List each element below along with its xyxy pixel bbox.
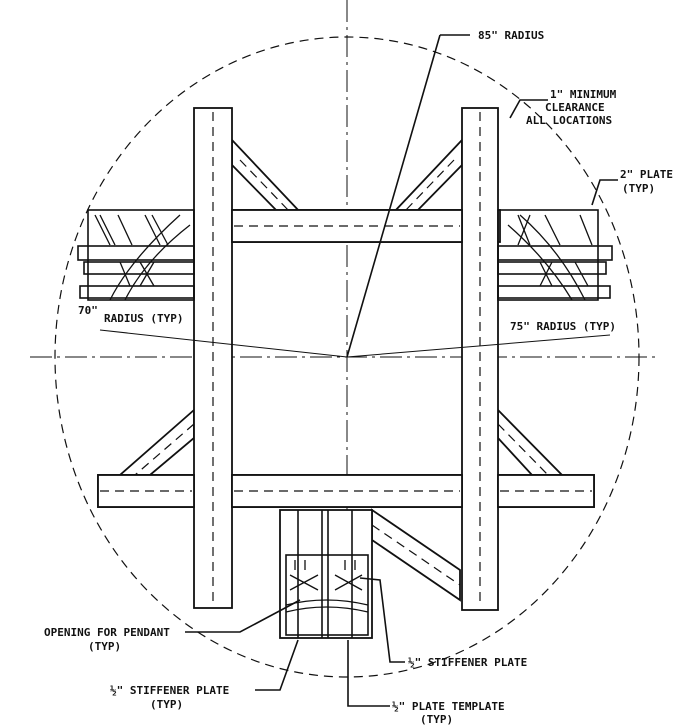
bottom-pendant-opening	[279, 509, 373, 639]
lower-left-brace	[117, 408, 195, 476]
clearance-leader	[509, 99, 548, 119]
stiffener-right-leader	[359, 577, 405, 663]
label-clearance-3: ALL LOCATIONS	[526, 114, 612, 127]
lower-right-brace	[497, 407, 565, 476]
opening-leader	[185, 599, 301, 633]
template-leader	[347, 640, 390, 707]
label-template-1: ½" PLATE TEMPLATE	[392, 700, 505, 713]
label-radius-70-b: RADIUS (TYP)	[104, 312, 183, 325]
radius-85-leader	[346, 34, 441, 358]
label-stiffener-left-2: (TYP)	[150, 698, 183, 711]
upper-left-brace	[231, 137, 303, 213]
label-plate-2-typ: (TYP)	[622, 182, 655, 195]
plate-leader	[591, 179, 618, 206]
label-template-2: (TYP)	[420, 713, 453, 726]
label-stiffener-left-1: ½" STIFFENER PLATE	[110, 684, 229, 697]
label-opening-2: (TYP)	[88, 640, 121, 653]
upper-right-brace	[391, 137, 463, 213]
left-pendant-plate-assembly	[77, 209, 195, 301]
label-clearance-2: CLEARANCE	[545, 101, 605, 114]
right-vertical-beam	[461, 107, 499, 611]
label-plate-2: 2" PLATE	[620, 168, 673, 181]
radius-70-leader	[99, 329, 348, 358]
lower-center-right-brace	[371, 508, 461, 602]
label-clearance-1: 1" MINIMUM	[550, 88, 617, 101]
radius-75-leader	[346, 334, 611, 358]
left-vertical-beam	[193, 107, 233, 609]
label-opening-1: OPENING FOR PENDANT	[44, 626, 170, 639]
label-radius-70-a: 70"	[78, 304, 98, 317]
label-radius-75: 75" RADIUS (TYP)	[510, 320, 616, 333]
stiffener-left-leader	[255, 639, 299, 691]
label-radius-85: 85" RADIUS	[478, 29, 544, 42]
right-pendant-plate-assembly	[497, 209, 613, 301]
label-stiffener-right: ½" STIFFENER PLATE	[408, 656, 527, 669]
